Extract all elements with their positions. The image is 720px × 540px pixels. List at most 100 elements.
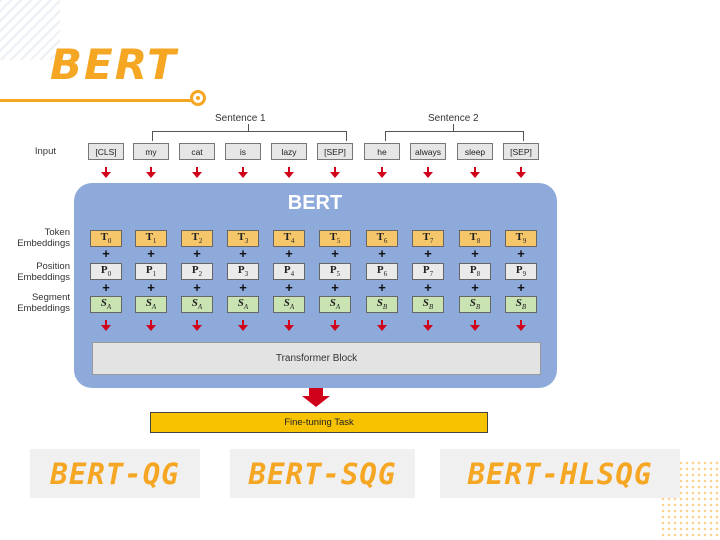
position-embeddings-label: Position Embeddings	[17, 261, 70, 283]
input-arrow-icon	[238, 172, 248, 178]
input-arrow-icon	[101, 172, 111, 178]
token-embedding: T7	[412, 230, 444, 247]
input-arrow-stem	[288, 167, 290, 172]
plus-sign: +	[193, 246, 201, 261]
sentence-2-brace-stem	[453, 124, 454, 132]
fine-tuning-task: Fine-tuning Task	[150, 412, 488, 433]
block-arrow-icon	[192, 325, 202, 331]
position-embedding: P0	[90, 263, 122, 280]
model-bert-hlsqg: BERT-HLSQG	[440, 449, 680, 498]
model-bert-qg: BERT-QG	[30, 449, 200, 498]
token-embedding: T1	[135, 230, 167, 247]
block-arrow-icon	[516, 325, 526, 331]
plus-sign: +	[147, 246, 155, 261]
block-arrow-icon	[470, 325, 480, 331]
block-arrow-stem	[381, 320, 383, 325]
token-embedding: T6	[366, 230, 398, 247]
plus-sign: +	[193, 280, 201, 295]
segment-embedding: SB	[459, 296, 491, 313]
sentence-2-label: Sentence 2	[428, 113, 479, 124]
input-token-box: [SEP]	[503, 143, 539, 160]
plus-sign: +	[378, 246, 386, 261]
bert-panel-title: BERT	[287, 192, 343, 214]
token-embedding: T9	[505, 230, 537, 247]
block-arrow-stem	[242, 320, 244, 325]
slide-title: BERT	[50, 40, 178, 89]
input-arrow-icon	[470, 172, 480, 178]
sentence-1-label: Sentence 1	[215, 113, 266, 124]
plus-sign: +	[147, 280, 155, 295]
token-embedding: T5	[319, 230, 351, 247]
plus-sign: +	[239, 246, 247, 261]
plus-sign: +	[378, 280, 386, 295]
input-arrow-stem	[150, 167, 152, 172]
block-arrow-icon	[284, 325, 294, 331]
token-embedding: T0	[90, 230, 122, 247]
sentence-1-brace	[152, 131, 347, 141]
input-arrow-icon	[516, 172, 526, 178]
token-embedding: T4	[273, 230, 305, 247]
input-token-box: my	[133, 143, 169, 160]
input-token-box: always	[410, 143, 446, 160]
position-embedding: P4	[273, 263, 305, 280]
position-embedding: P7	[412, 263, 444, 280]
block-arrow-stem	[196, 320, 198, 325]
segment-embedding: SA	[319, 296, 351, 313]
plus-sign: +	[471, 280, 479, 295]
input-token-box: cat	[179, 143, 215, 160]
plus-sign: +	[424, 246, 432, 261]
token-embeddings-label: Token Embeddings	[17, 227, 70, 249]
plus-sign: +	[331, 280, 339, 295]
title-dot-icon	[190, 90, 206, 106]
plus-sign: +	[285, 280, 293, 295]
position-embedding: P1	[135, 263, 167, 280]
block-arrow-icon	[423, 325, 433, 331]
input-token-box: sleep	[457, 143, 493, 160]
segment-embedding: SA	[90, 296, 122, 313]
input-arrow-stem	[474, 167, 476, 172]
token-embedding: T8	[459, 230, 491, 247]
corner-decoration	[0, 0, 60, 60]
segment-embedding: SA	[135, 296, 167, 313]
block-arrow-stem	[288, 320, 290, 325]
input-token-box: [SEP]	[317, 143, 353, 160]
sentence-1-brace-stem	[248, 124, 249, 132]
input-arrow-icon	[423, 172, 433, 178]
input-arrow-icon	[284, 172, 294, 178]
block-arrow-stem	[334, 320, 336, 325]
input-arrow-stem	[242, 167, 244, 172]
block-arrow-stem	[150, 320, 152, 325]
segment-embedding: SA	[273, 296, 305, 313]
block-arrow-icon	[146, 325, 156, 331]
block-arrow-stem	[427, 320, 429, 325]
input-arrow-stem	[427, 167, 429, 172]
plus-sign: +	[285, 246, 293, 261]
segment-embedding: SA	[181, 296, 213, 313]
token-embedding: T2	[181, 230, 213, 247]
block-arrow-stem	[520, 320, 522, 325]
plus-sign: +	[517, 246, 525, 261]
block-arrow-icon	[238, 325, 248, 331]
block-arrow-stem	[105, 320, 107, 325]
sentence-2-brace	[385, 131, 524, 141]
input-arrow-stem	[334, 167, 336, 172]
segment-embedding: SB	[505, 296, 537, 313]
position-embedding: P8	[459, 263, 491, 280]
plus-sign: +	[239, 280, 247, 295]
input-arrow-icon	[330, 172, 340, 178]
position-embedding: P6	[366, 263, 398, 280]
input-label: Input	[34, 146, 56, 157]
plus-sign: +	[102, 246, 110, 261]
block-arrow-stem	[474, 320, 476, 325]
position-embedding: P5	[319, 263, 351, 280]
position-embedding: P3	[227, 263, 259, 280]
input-arrow-stem	[105, 167, 107, 172]
plus-sign: +	[517, 280, 525, 295]
block-arrow-icon	[377, 325, 387, 331]
input-token-box: is	[225, 143, 261, 160]
position-embedding: P2	[181, 263, 213, 280]
input-token-box: [CLS]	[88, 143, 124, 160]
plus-sign: +	[102, 280, 110, 295]
output-arrow-stem	[309, 388, 323, 396]
input-arrow-stem	[520, 167, 522, 172]
